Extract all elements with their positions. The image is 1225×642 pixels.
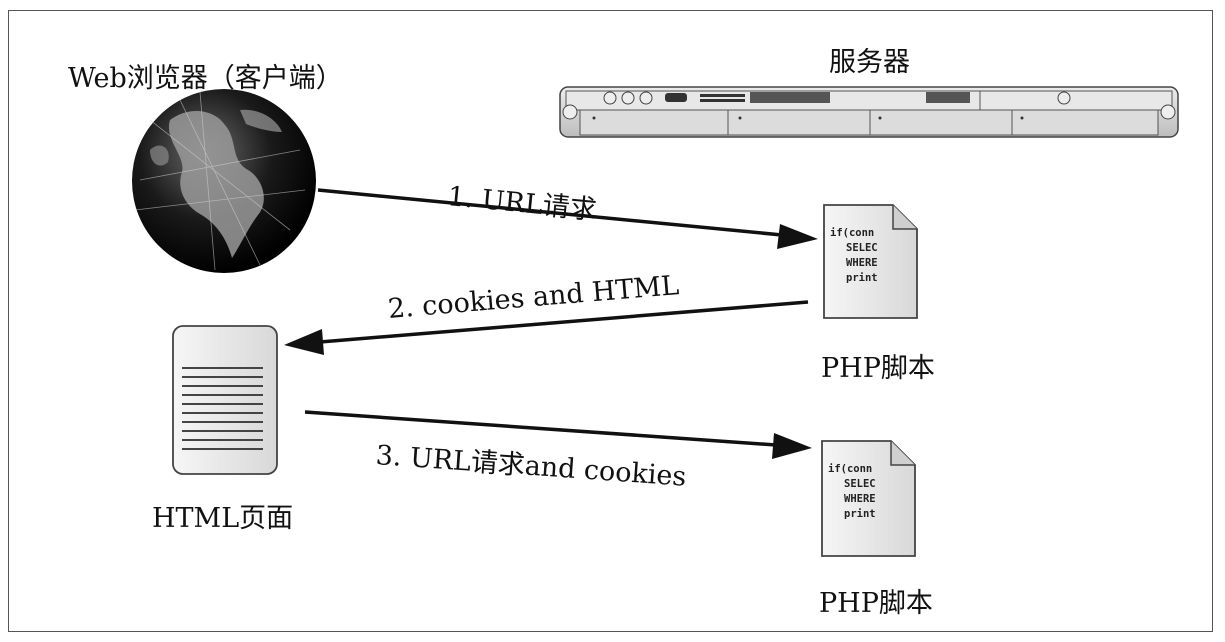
server-rack-icon (559, 86, 1179, 138)
php-script-icon: if(conn SELEC WHERE print (823, 204, 918, 319)
diagram-frame (8, 10, 1213, 632)
html-page-icon (172, 325, 278, 475)
arrow-url-request (317, 188, 818, 249)
code-line: print (846, 272, 878, 284)
code-line: if(conn (830, 227, 874, 239)
client-label: Web浏览器（客户端） (68, 63, 343, 94)
code-line: WHERE (844, 493, 876, 505)
globe-icon (132, 89, 316, 273)
php-script-icon: if(conn SELEC WHERE print (821, 440, 916, 557)
code-line: SELEC (844, 478, 876, 490)
php-script-label-2: PHP脚本 (819, 588, 933, 619)
server-label: 服务器 (829, 47, 910, 78)
arrow-cookies-html (284, 300, 809, 355)
php-script-label-1: PHP脚本 (821, 353, 935, 384)
code-line: print (844, 508, 876, 520)
arrow-url-request-cookies (304, 410, 812, 459)
code-line: if(conn (828, 463, 872, 475)
html-page-label: HTML页面 (152, 503, 294, 534)
code-line: SELEC (846, 242, 878, 254)
code-line: WHERE (846, 257, 878, 269)
